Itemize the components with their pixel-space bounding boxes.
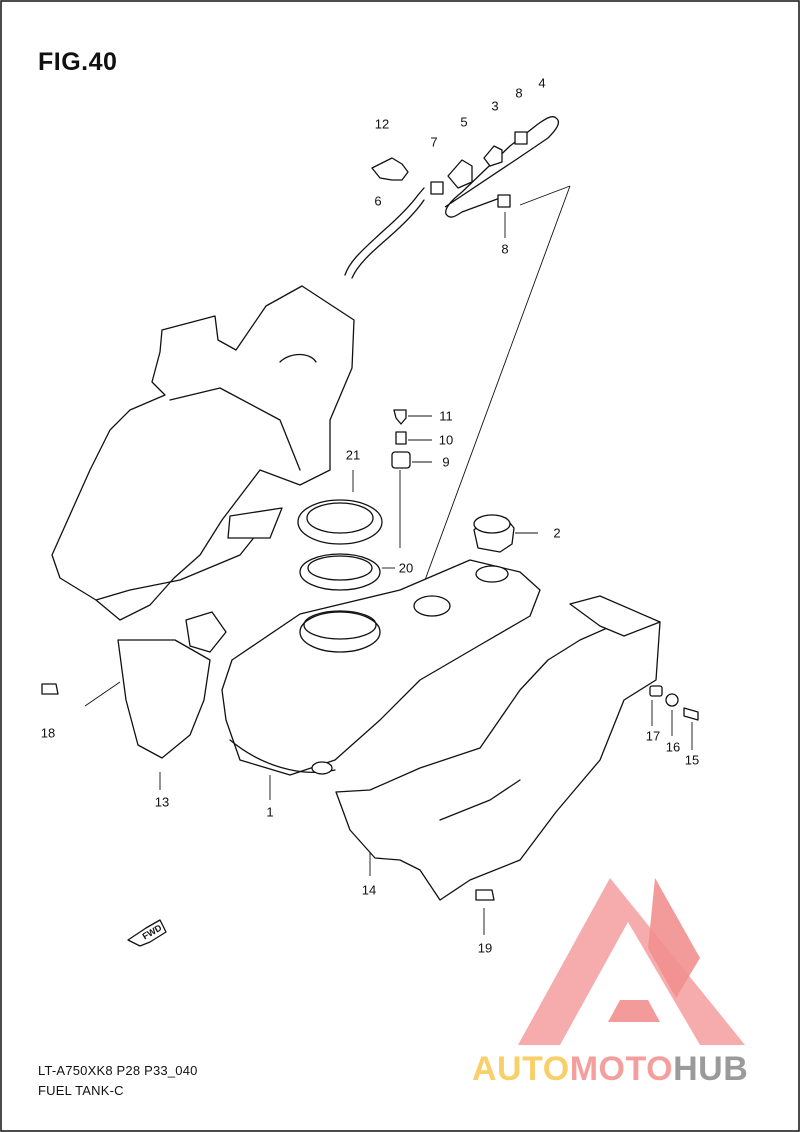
callout-11: 11 (439, 408, 453, 424)
callout-14: 14 (361, 882, 377, 898)
callout-21: 21 (345, 447, 361, 463)
footer-caption: FUEL TANK-C (38, 1083, 124, 1098)
callout-5: 5 (460, 114, 468, 130)
breather-hose-assembly (344, 116, 560, 279)
watermark-text-auto: AUTO (472, 1050, 570, 1088)
callout-10: 10 (438, 432, 454, 448)
leader-lines (84, 185, 693, 935)
watermark-text-hub: HUB (673, 1050, 749, 1088)
forward-direction-arrow (127, 919, 167, 947)
callout-1: 1 (266, 804, 274, 820)
callout-7: 7 (430, 134, 438, 150)
callout-18: 18 (40, 725, 56, 741)
callout-9: 9 (442, 454, 450, 470)
fasteners (41, 683, 699, 901)
watermark-text: AUTOMOTOHUB (472, 1050, 748, 1089)
callout-2: 2 (553, 525, 561, 541)
tank-side-cover-left (51, 285, 355, 759)
pump-ring-and-gasket (297, 499, 383, 591)
fuel-cap (473, 514, 515, 553)
callout-6: 6 (374, 193, 382, 209)
callout-8-bottom: 8 (501, 241, 509, 257)
callout-16: 16 (665, 739, 681, 755)
footer-model-code: LT-A750XK8 P28 P33_040 (38, 1063, 198, 1078)
callout-12: 12 (374, 116, 390, 132)
mount-damper-stack (391, 409, 411, 469)
callout-4: 4 (538, 75, 546, 91)
watermark-logo (518, 878, 745, 1045)
callout-3: 3 (491, 98, 499, 114)
fuel-tank (221, 559, 541, 776)
watermark-text-moto: MOTO (569, 1050, 674, 1088)
callout-19: 19 (477, 940, 493, 956)
callout-17: 17 (645, 728, 661, 744)
callout-8-top: 8 (515, 85, 523, 101)
figure-title: FIG.40 (38, 48, 118, 76)
callout-20: 20 (398, 560, 414, 576)
tank-side-cover-right (335, 595, 661, 901)
callout-15: 15 (684, 752, 700, 768)
callout-13: 13 (154, 794, 170, 810)
